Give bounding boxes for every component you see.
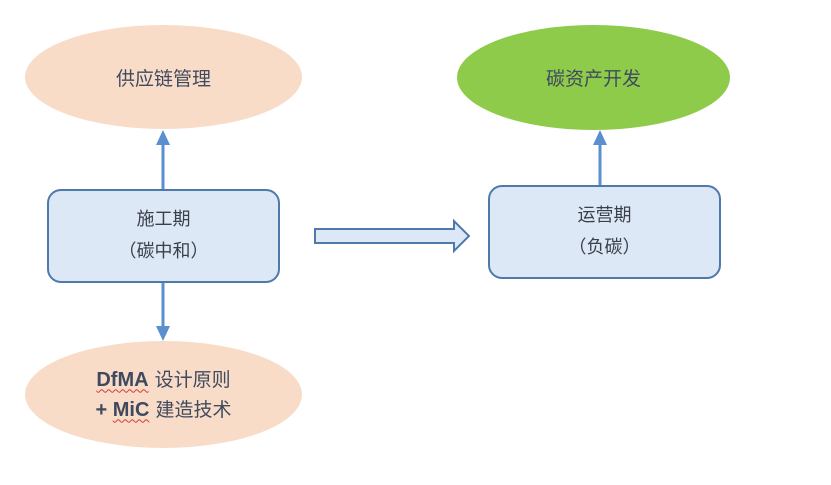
operation-phase-node: 运营期 （负碳） [488, 185, 721, 279]
dfma-mic-node: DfMA 设计原则 + MiC 建造技术 [25, 341, 302, 448]
block-arrow-to-operation [314, 218, 471, 254]
construction-title: 施工期 [136, 209, 191, 230]
operation-title: 运营期 [577, 205, 632, 226]
supply-chain-node: 供应链管理 [25, 25, 302, 129]
mic-line: + MiC 建造技术 [96, 395, 232, 425]
construction-subtitle: （碳中和） [118, 241, 209, 262]
carbon-asset-node: 碳资产开发 [457, 25, 730, 130]
supply-chain-label: 供应链管理 [115, 67, 211, 90]
carbon-asset-label: 碳资产开发 [545, 68, 641, 90]
dfma-line: DfMA 设计原则 [96, 365, 230, 395]
arrow-down-to-dfma [156, 283, 170, 341]
plus-prefix: + [95, 398, 113, 421]
construction-phase-node: 施工期 （碳中和） [47, 189, 280, 283]
operation-subtitle: （负碳） [568, 237, 641, 258]
mic-term: MiC [112, 398, 150, 421]
arrow-up-to-supply-chain [156, 130, 170, 190]
dfma-term: DfMA [96, 368, 149, 391]
dfma-text: 设计原则 [148, 368, 231, 391]
mic-text: 建造技术 [149, 398, 232, 421]
arrow-up-to-carbon-asset [593, 130, 607, 186]
